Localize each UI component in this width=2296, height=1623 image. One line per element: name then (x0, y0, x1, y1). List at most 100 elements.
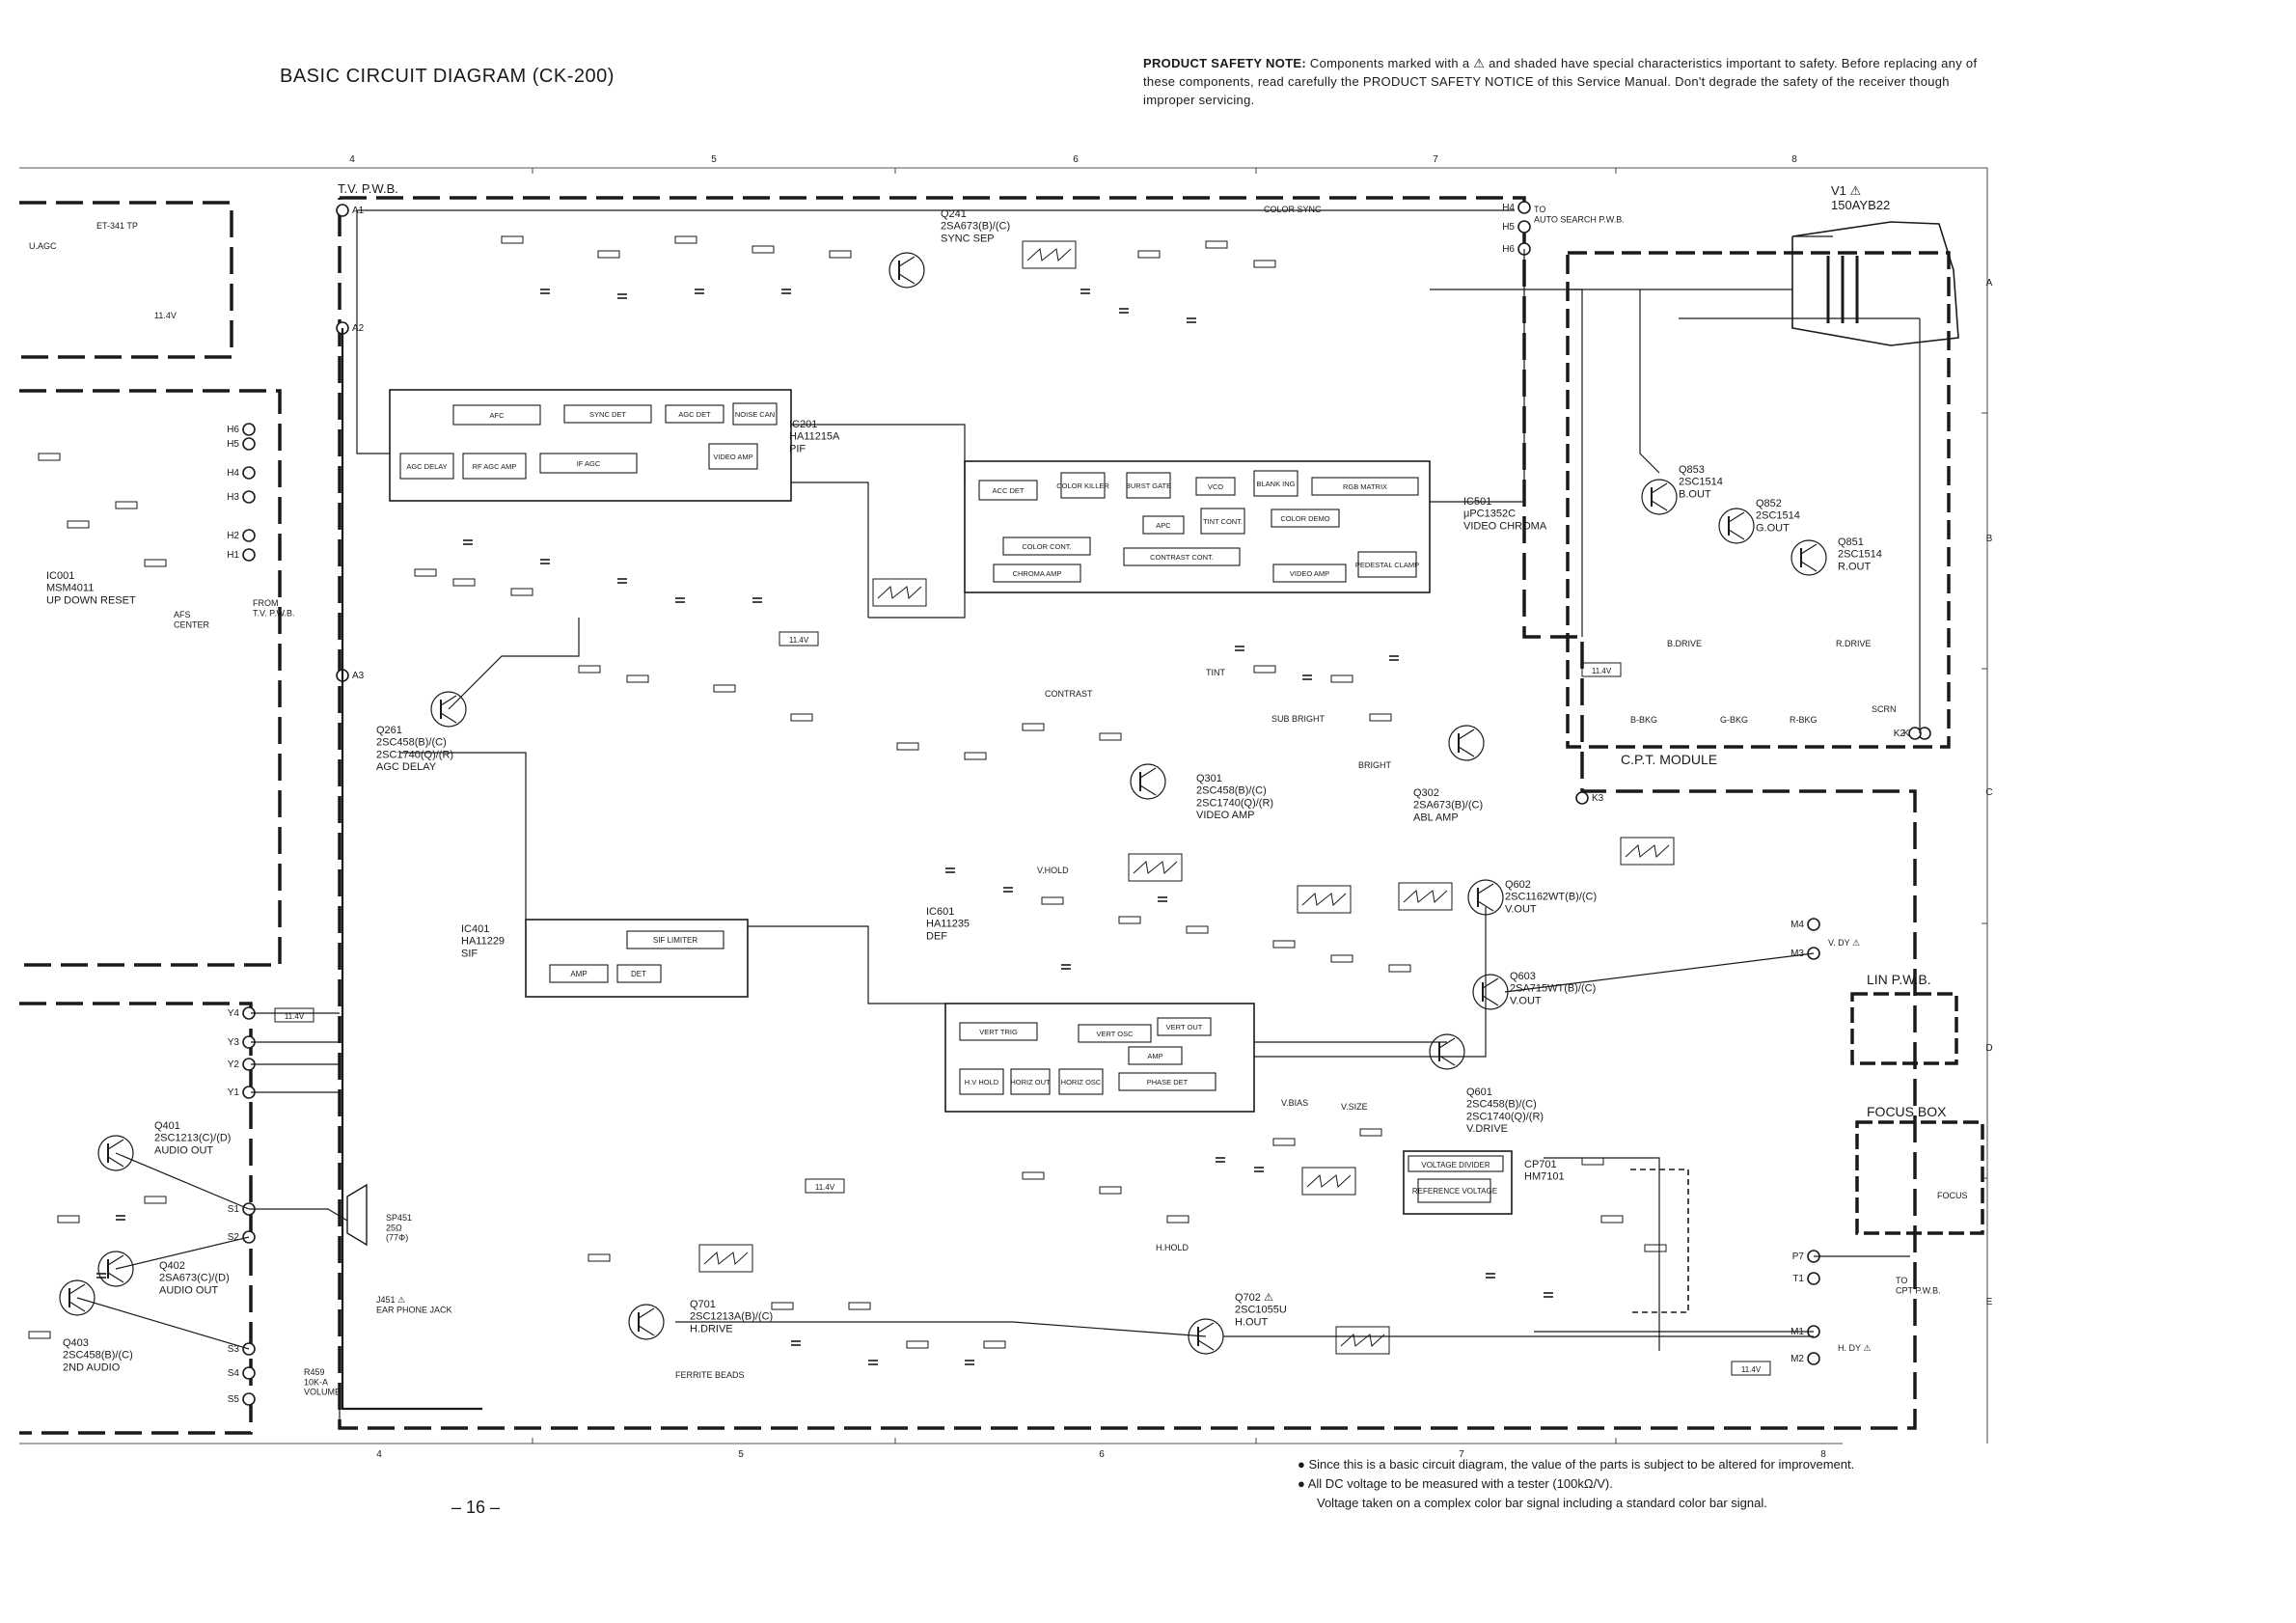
ic201-block-label: RF AGC AMP (473, 462, 517, 471)
connector-label: H6 (227, 425, 239, 435)
misc-label-v114: 11.4V (154, 311, 177, 320)
misc-label-sub-bright: SUB BRIGHT (1271, 714, 1326, 724)
transistor-emitter (440, 712, 457, 724)
wire (748, 925, 945, 1004)
ic501-block-label: BURST GATE (1126, 481, 1171, 490)
ic401-block-label: SIF LIMITER (653, 936, 697, 945)
safety-note-heading: PRODUCT SAFETY NOTE: (1143, 56, 1306, 70)
lin-pwb-label: LIN P.W.B. (1867, 972, 1931, 987)
ic501-block (1271, 509, 1340, 528)
ic601-block (1118, 1072, 1216, 1091)
ic501-block-label: BLANK ING (1256, 480, 1295, 488)
transistor-symbol (1130, 763, 1166, 800)
focus-label: FOCUS (1937, 1191, 1968, 1200)
connector-pin (242, 466, 256, 480)
resistor-symbol (771, 1302, 794, 1310)
ic501-block (978, 480, 1038, 501)
connector-label: A3 (352, 671, 365, 681)
connector-label: H1 (227, 550, 239, 561)
waveform-trace (1306, 1174, 1352, 1188)
ic601-block (1128, 1046, 1183, 1065)
transistor-emitter (107, 1156, 124, 1168)
misc-label-r-drive: R.DRIVE (1836, 639, 1872, 648)
misc-label-v-hold: V.HOLD (1037, 866, 1069, 875)
ic201-block (462, 453, 527, 480)
wire (1639, 289, 1660, 474)
waveform-trace (877, 586, 922, 599)
connector-label: S2 (228, 1232, 240, 1243)
ic501-block-label: PEDESTAL CLAMP (1355, 561, 1419, 569)
resistor-symbol (1359, 1128, 1382, 1137)
misc-label-color-sync: COLOR SYNC (1264, 205, 1322, 214)
resistor-symbol (1205, 240, 1228, 249)
transistor-symbol (1641, 479, 1678, 515)
wire (76, 1297, 250, 1350)
ic601-block (959, 1068, 1004, 1095)
resistor-symbol (1581, 1157, 1604, 1166)
waveform-box (1335, 1326, 1390, 1355)
transistor-collector (638, 1307, 655, 1319)
resistor-symbol (115, 501, 138, 509)
resistor-symbol (1166, 1215, 1189, 1224)
ic501-block-label: COLOR KILLER (1056, 481, 1109, 490)
transistor-symbol (1472, 974, 1509, 1010)
supply-tag (274, 1007, 314, 1023)
resistor-symbol (1330, 674, 1353, 683)
connector-pin (1575, 791, 1589, 805)
resistor-symbol (28, 1331, 51, 1339)
resistor-symbol (144, 559, 167, 567)
connector-pin (242, 423, 256, 436)
resistor-symbol (57, 1215, 80, 1224)
connector-label: S1 (228, 1204, 240, 1215)
tv-pwb-outline (338, 196, 1917, 1430)
connector-pin (242, 1392, 256, 1406)
resistor-symbol (906, 1340, 929, 1349)
left-board-outline-mid (19, 389, 282, 967)
connector-label: Y2 (228, 1059, 240, 1070)
supply-tag-label: 11.4V (1592, 667, 1612, 675)
wire (400, 752, 527, 920)
misc-label-bright: BRIGHT (1358, 760, 1392, 770)
resistor-symbol (1118, 916, 1141, 924)
transistor-collector (1139, 767, 1157, 779)
crt-label: V1 ⚠150AYB22 (1831, 183, 1890, 212)
waveform-box (698, 1244, 753, 1273)
connector-label: H2 (227, 531, 239, 541)
transistor-symbol (1718, 508, 1755, 544)
connector-label: K3 (1592, 793, 1604, 804)
grid-row-label: D (1985, 1043, 1992, 1054)
ic401-block-label: DET (631, 970, 646, 978)
connector-label: Y1 (228, 1087, 240, 1098)
wire (115, 1236, 250, 1270)
connector-label: H4 (1502, 203, 1515, 213)
ic501-block-label: APC (1156, 521, 1171, 530)
ic401-body (525, 919, 749, 998)
ic501-block (1142, 515, 1185, 535)
ic601-block (1078, 1024, 1152, 1043)
resistor-symbol (896, 742, 919, 751)
ic601-body (944, 1003, 1255, 1113)
resistor-symbol (1253, 260, 1276, 268)
connector-label: M3 (1790, 949, 1804, 959)
grid-col-bottom: 5 (738, 1449, 744, 1460)
ic201-block (563, 404, 652, 424)
misc-label-ear-phone: J451 ⚠EAR PHONE JACK (376, 1295, 452, 1314)
transistor-collector (107, 1139, 124, 1150)
resistor-symbol (38, 453, 61, 461)
connector-pin (242, 437, 256, 451)
focus-box-label: FOCUS BOX (1867, 1104, 1947, 1119)
ic201-block (399, 453, 454, 480)
resistor-symbol (510, 588, 533, 596)
grid-col-top: 6 (1073, 154, 1079, 165)
connector-pin (336, 204, 349, 217)
connector-pin (242, 529, 256, 542)
resistor-symbol (674, 235, 697, 244)
